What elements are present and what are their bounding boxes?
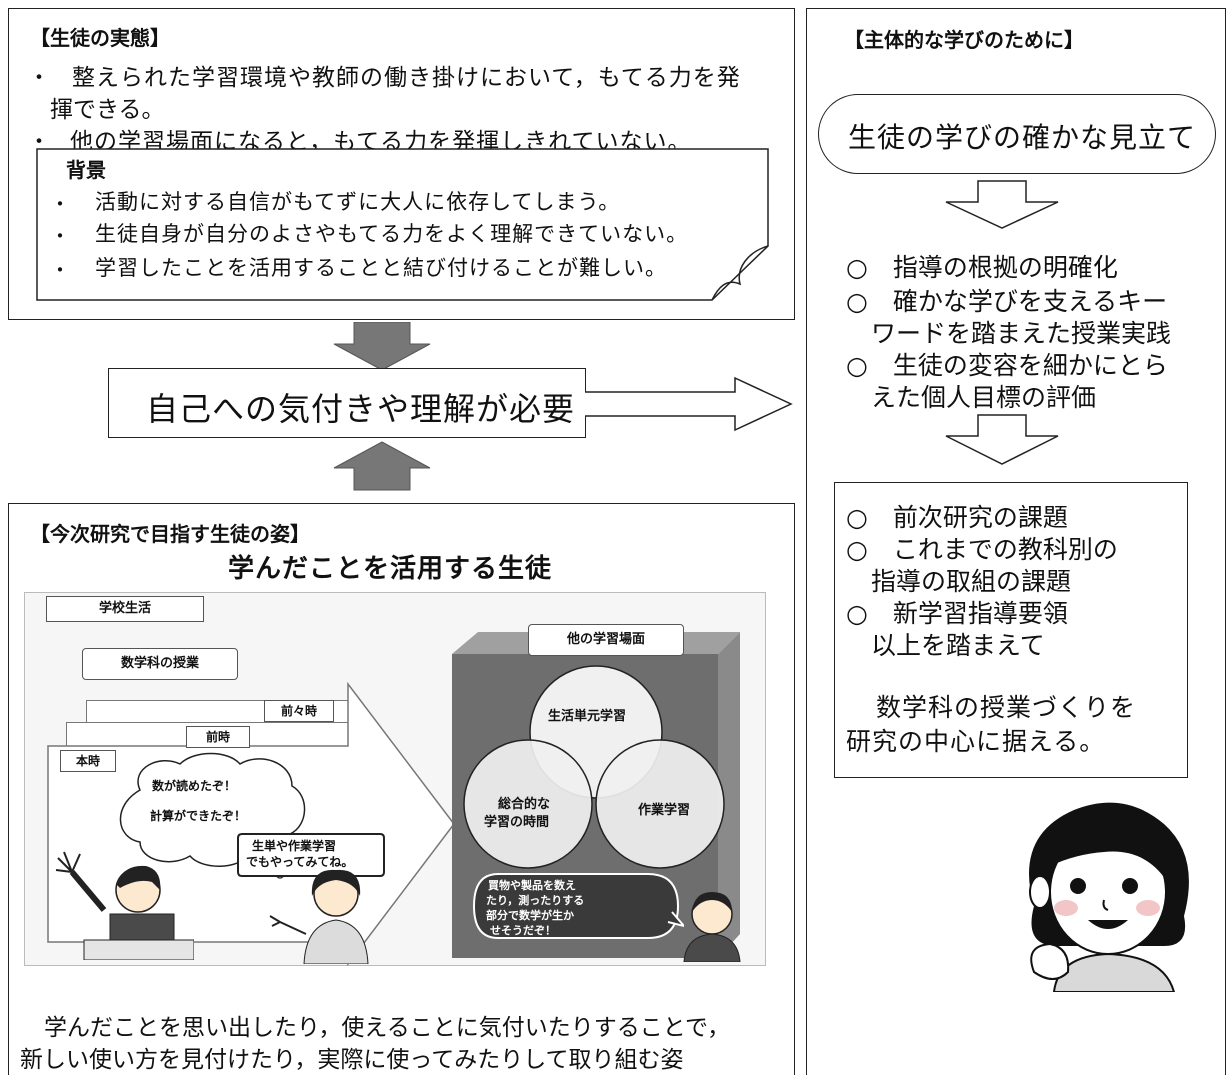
student-speech-line-2: たり，測ったりする	[486, 894, 585, 907]
background-note-box	[36, 148, 769, 301]
situation-bullet1-line2: 揮できる。	[50, 97, 165, 123]
bullet-dot: ・	[28, 66, 51, 91]
teacher-speech-line-1: 生単や作業学習	[252, 839, 337, 853]
strategy-item-1: ○ 指導の根拠の明確化	[846, 253, 1118, 282]
right-heading: 【主体的な学びのために】	[844, 28, 1084, 52]
basis-item-5: 以上を踏まえて	[846, 631, 1045, 660]
basis-item-1: ○ 前次研究の課題	[846, 503, 1068, 532]
math-class-tab: 数学科の授業	[82, 648, 238, 680]
venn-label-life-unit: 生活単元学習	[548, 709, 627, 724]
goal-title: 学んだことを活用する生徒	[228, 554, 553, 584]
background-item-2: 生徒自身が自分のよさやもてる力をよく理解できていない。	[95, 222, 689, 246]
basis-item-4: ○ 新学習指導要領	[846, 599, 1068, 628]
right-arrow	[585, 376, 793, 432]
goal-heading: 【今次研究で目指す生徒の姿】	[30, 522, 310, 546]
background-item-1: 活動に対する自信がもてずに大人に依存してしまう。	[95, 190, 621, 214]
bullet-dot: ・	[50, 258, 70, 282]
venn-label-integrated-study-1: 総合的な	[498, 797, 551, 812]
school-life-tab: 学校生活	[46, 596, 204, 622]
assessment-pill-label: 生徒の学びの確かな見立て	[848, 121, 1197, 154]
bullet-dot: ・	[50, 192, 70, 216]
thought-line-1: 数が読めたぞ！	[152, 779, 237, 793]
situation-bullet1-line1: 整えられた学習環境や教師の働き掛けにおいて，もてる力を発	[72, 65, 741, 91]
strategy-item-4: ○ 生徒の変容を細かにとら	[846, 351, 1168, 380]
background-heading: 背景	[66, 158, 106, 182]
prev2-lesson-tab: 前々時	[264, 700, 334, 722]
background-item-3: 学習したことを活用することと結び付けることが難しい。	[95, 256, 667, 280]
research-basis-box	[834, 482, 1188, 778]
center-need-box	[108, 368, 586, 438]
basis-item-3: 指導の取組の課題	[846, 567, 1072, 596]
center-label: 自己への気付きや理解が必要	[146, 390, 576, 428]
down-outline-arrow	[945, 414, 1059, 465]
basis-item-2: ○ これまでの教科別の	[846, 535, 1118, 564]
student-raising-hand-illustration	[55, 851, 194, 960]
goal-description-line-1: 学んだことを思い出したり，使えることに気付いたりすることで，	[44, 1015, 731, 1041]
conclusion-line-1: 数学科の授業づくりを	[876, 693, 1137, 722]
student-speech-line-4: せそうだぞ！	[490, 924, 556, 937]
venn-label-integrated-study-2: 学習の時間	[484, 815, 550, 830]
goal-description-line-2: 新しい使い方を見付けたり，実際に使ってみたりして取り組む姿	[20, 1047, 684, 1073]
strategy-item-2: ○ 確かな学びを支えるキー	[846, 287, 1168, 316]
prev1-lesson-tab: 前時	[186, 726, 250, 748]
student-speech-line-1: 買物や製品を数え	[488, 879, 576, 892]
teacher-portrait-illustration	[1029, 802, 1189, 992]
bullet-dot: ・	[50, 224, 70, 248]
venn-label-work-study: 作業学習	[638, 803, 691, 818]
student-speech-bubble	[472, 873, 684, 939]
strategy-item-3: ワードを踏まえた授業実践	[846, 319, 1172, 348]
assessment-pill	[818, 94, 1216, 174]
thought-line-2: 計算ができたぞ！	[150, 809, 247, 823]
teacher-illustration	[269, 869, 369, 964]
strategy-item-5: えた個人目標の評価	[846, 383, 1097, 412]
situation-heading: 【生徒の実態】	[30, 26, 170, 50]
student-speech-line-3: 部分で数学が生か	[486, 909, 574, 922]
venn-diagram	[463, 665, 725, 869]
down-outline-arrow	[945, 180, 1059, 229]
teacher-speech-line-2: でもやってみてね。	[246, 855, 354, 869]
other-scenes-tab: 他の学習場面	[528, 624, 684, 656]
up-arrow	[333, 441, 431, 491]
conclusion-line-2: 研究の中心に据える。	[846, 727, 1106, 756]
student-thinking-illustration	[683, 892, 741, 962]
current-lesson-tab: 本時	[60, 750, 116, 772]
down-arrow	[333, 322, 431, 371]
